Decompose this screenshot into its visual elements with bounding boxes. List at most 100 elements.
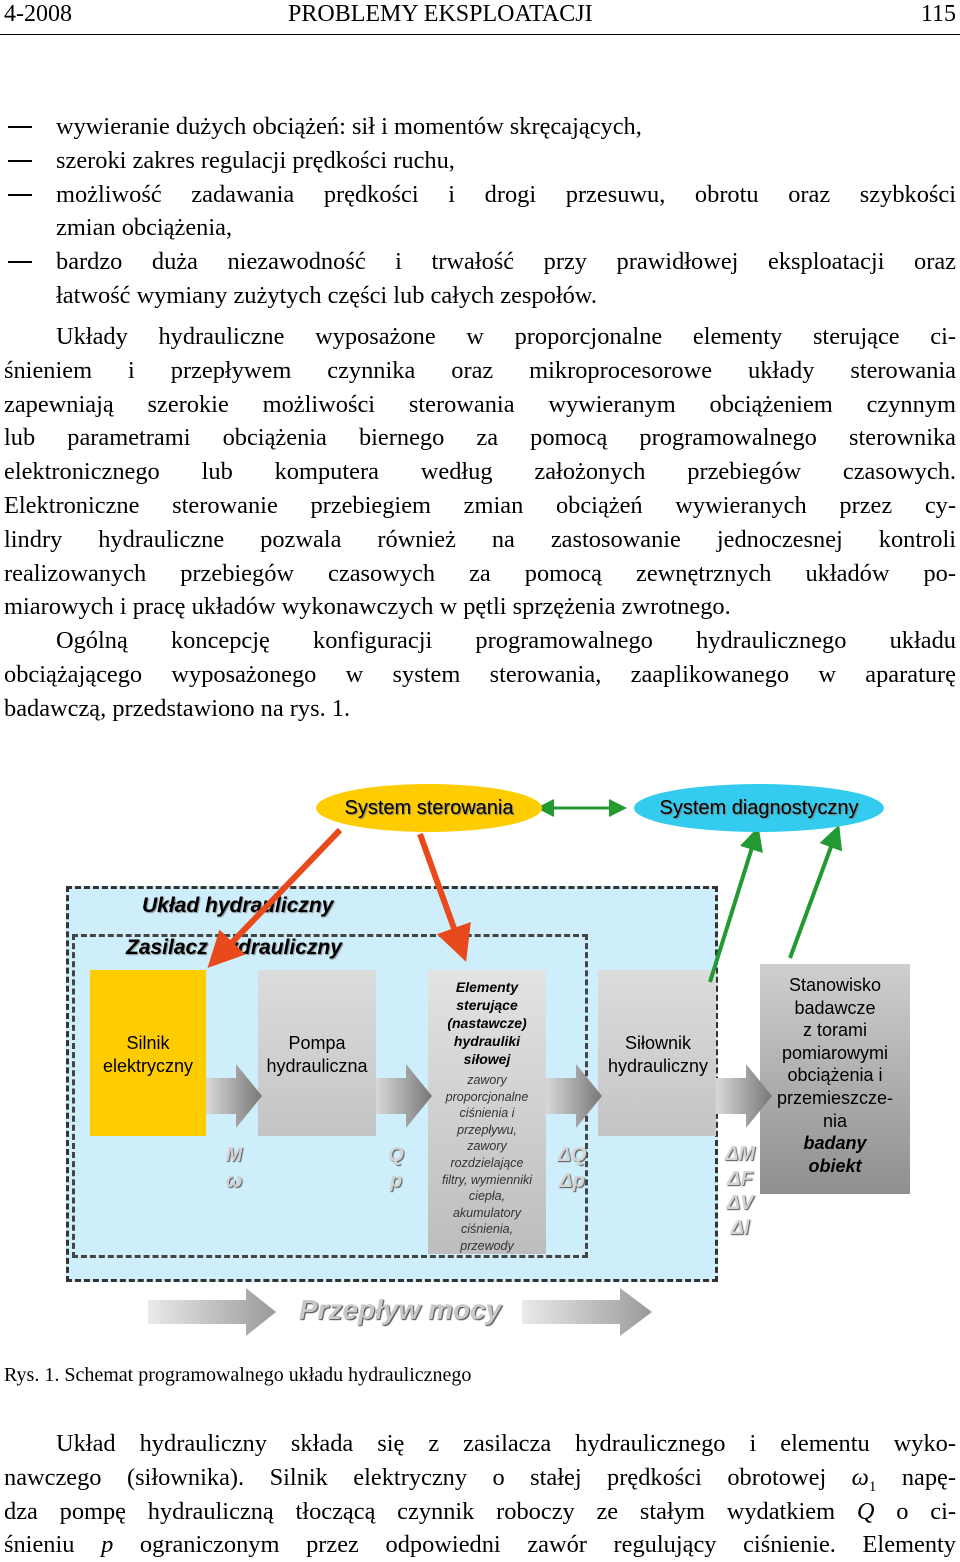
actuator-block [598,970,716,1136]
label-line: przepływu, [457,1122,517,1137]
text-line: badawczą, przedstawiono na rys. 1. [4,694,351,722]
label-line: ciśnienia, [460,1222,514,1237]
symbol: ΔF [727,1167,753,1190]
figure-diagram: Układ hydrauliczny Zasilacz hydrauliczny… [0,760,960,1360]
text-run: nawczego (siłownika). Silnik elektryczny… [4,1463,852,1491]
label-line: filtry, wymienniki [441,1172,533,1187]
label-line: proporcjonalne [445,1089,529,1104]
symbol: p [389,1170,403,1192]
flow-arrow-1 [206,1064,262,1128]
control-elements-block [428,970,546,1254]
control-system-ellipse: System sterowania [316,784,542,832]
bullet-list: wywieranie dużych obciążeń: sił i moment… [4,110,956,313]
symbol: ΔM [724,1143,756,1165]
hydraulic-system-label: Układ hydrauliczny [142,894,334,917]
label-line: Siłownik [624,1033,692,1053]
label-line: Stanowisko [788,975,882,995]
label-line: elektryczny [102,1056,194,1076]
dash-marker [8,261,32,264]
label-line: przemieszcze- [776,1087,894,1108]
text-line: miarowych i pracę układów wykonawczych w… [4,593,731,621]
text-line: nawczego (siłownika). Silnik elektryczny… [4,1461,956,1495]
flow-pressure-label: Q p [384,1142,408,1194]
text-line: realizowanych przebiegów czasowych za po… [4,559,956,587]
control-arrow-elements [417,832,471,962]
label-line: (nastawcze) [447,1015,527,1031]
control-elements-list: zawory proporcjonalne ciśnienia i przepł… [424,1072,550,1255]
label-line: ciepła, [468,1189,506,1204]
label-line: hydrauliki [453,1033,521,1049]
bullet-item: możliwość zadawania prędkości i drogi pr… [4,178,956,246]
delta-flow-pressure-label: ΔQ Δp [554,1142,590,1194]
label-line: Pompa [288,1033,346,1053]
text-run: ω [851,1463,869,1491]
bullet-line: bardzo duża niezawodność i trwałość przy… [56,248,956,276]
diagnostic-arrow-actuator [708,826,763,983]
text-line: dza pompę hydrauliczną tłoczącą czynnik … [4,1495,956,1529]
bullet-item: wywieranie dużych obciążeń: sił i moment… [4,110,956,144]
figure-caption: Rys. 1. Schemat programowalnego układu h… [4,1364,472,1386]
bullet-line: możliwość zadawania prędkości i drogi pr… [56,180,956,208]
power-flow-arrow-left [148,1288,276,1336]
flow-arrow-3 [546,1064,602,1128]
bullet-line: zmian obciążenia, [56,214,233,242]
symbol: ΔQ [557,1144,587,1166]
pump-block [258,970,376,1136]
paragraph-2: Ogólną koncepcję konfiguracji programowa… [4,624,956,725]
text-line: obciążającego wyposażonego w system ster… [4,660,956,688]
control-elements-title: Elementy sterujące (nastawcze) hydraulik… [428,978,546,1068]
test-bench-block [760,964,910,1194]
text-run: dza pompę hydrauliczną tłoczącą czynnik … [4,1497,857,1525]
label-line: Silnik [126,1033,170,1053]
label-line: przewody [460,1238,514,1253]
actuator-label: Siłownik hydrauliczny [596,1032,720,1078]
label-line: siłowej [463,1051,511,1067]
label-line: badany [803,1133,867,1154]
diagnostic-arrow-bench [788,824,843,959]
journal-title: PROBLEMY EKSPLOATACJI [288,1,593,27]
text-run: Q [856,1497,875,1525]
text-run: 1 [868,1478,877,1495]
text-line: elektronicznego lub komputera według zał… [4,458,956,486]
issue-number: 4-2008 [4,1,72,27]
symbol: ΔV [726,1192,754,1214]
text-run: ograniczonym przez odpowiedni zawór regu… [113,1531,956,1559]
bullet-line: wywieranie dużych obciążeń: sił i moment… [56,113,642,140]
label-line: pomiarowymi [781,1042,889,1063]
pump-label: Pompa hydrauliczna [254,1032,380,1078]
torque-speed-label: M ω [222,1142,246,1194]
text-line: Układ hydrauliczny składa się z zasilacz… [4,1427,956,1461]
motor-label: Silnik elektryczny [90,1032,206,1078]
flow-arrow-2 [376,1064,432,1128]
text-run: napę- [876,1463,956,1491]
running-header: 4-2008 PROBLEMY EKSPLOATACJI 115 [0,0,960,35]
paragraph-3: Układ hydrauliczny składa się z zasilacz… [4,1427,956,1562]
label-line: akumulatory [452,1205,522,1220]
symbol: Q [388,1144,404,1166]
label-line: zawory [467,1139,507,1154]
text-line: śnieniem i przepływem czynnika oraz mikr… [4,356,956,384]
page-number: 115 [920,1,956,27]
text-run: Układ hydrauliczny składa się z zasilacz… [56,1430,956,1457]
test-bench-label: Stanowisko badawcze z torami pomiarowymi… [760,974,910,1177]
bullet-item: bardzo duża niezawodność i trwałość przy… [4,245,956,313]
flow-arrow-4 [716,1064,772,1128]
label-line: ciśnienia i [459,1106,515,1121]
power-flow-label: Przepływ mocy [298,1294,502,1325]
bullet-item: szeroki zakres regulacji prędkości ruchu… [4,144,956,178]
text-line: śnieniu p ograniczonym przez odpowiedni … [4,1528,956,1562]
label-line: badawcze [794,997,876,1018]
dash-marker [8,193,32,196]
text-line: Układy hydrauliczne wyposażone w proporc… [56,323,956,350]
text-line: zapewniają szerokie możliwości sterowani… [4,390,956,418]
text-line: lub parametrami obciążenia biernego za p… [4,424,956,452]
text-run: o ci- [874,1497,956,1525]
power-flow-arrow-right [522,1288,652,1336]
label-line: nia [822,1110,848,1131]
symbol: Δl [730,1216,750,1239]
text-line: lindry hydrauliczne pozwala również na z… [4,525,956,553]
dash-marker [8,159,32,162]
text-line: Elektroniczne sterowanie przebiegiem zmi… [4,491,956,519]
label-line: hydrauliczna [266,1056,368,1076]
symbol: Δp [559,1170,585,1192]
